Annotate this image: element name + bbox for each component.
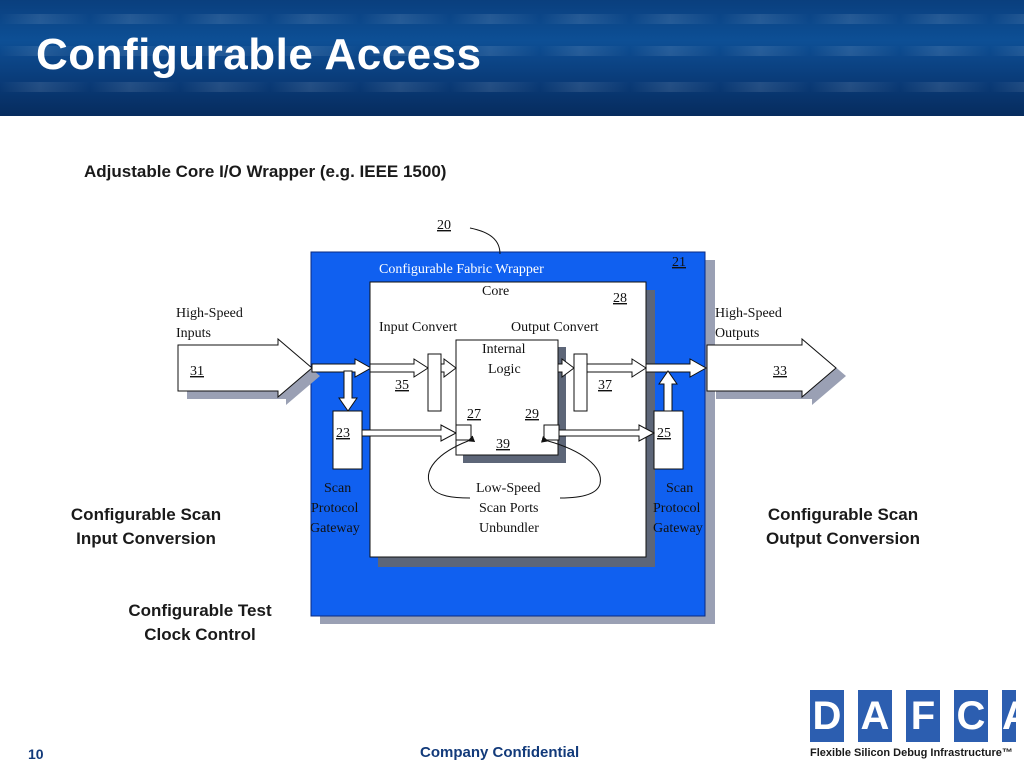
- test-clock-control-label: Configurable Test Clock Control: [110, 599, 290, 647]
- high-speed-outputs-label: Outputs: [715, 326, 759, 341]
- scan-gateway-output: [653, 410, 684, 470]
- up-from-gateway-arrow: [658, 370, 678, 412]
- scan-out-arrow: [557, 424, 656, 442]
- logo-dot: [943, 712, 951, 720]
- ref-28: 28: [613, 291, 627, 306]
- low-speed-label: Unbundler: [479, 521, 539, 536]
- logo-letter: F: [906, 690, 940, 742]
- low-speed-right-connector: [540, 435, 601, 499]
- ref-21: 21: [672, 255, 686, 270]
- scan-gateway-left-label: Gateway: [310, 521, 360, 536]
- low-speed-label: Scan Ports: [479, 501, 539, 516]
- logo-letter: A: [1002, 690, 1016, 742]
- scan-gateway-left-label: Scan: [324, 481, 351, 496]
- ref-31: 31: [190, 364, 204, 379]
- side-label-line: Configurable Scan: [767, 505, 919, 524]
- output-convert-block: [573, 353, 588, 412]
- ref-25: 25: [657, 426, 671, 441]
- high-speed-inputs-label: Inputs: [176, 326, 211, 341]
- page-number: 10: [28, 746, 44, 762]
- logo-dot: [895, 712, 903, 720]
- scan-gateway-right-label: Gateway: [653, 521, 703, 536]
- logo-dot: [847, 712, 855, 720]
- header-banner: Configurable Access: [0, 0, 1024, 116]
- diagram-subtitle: Adjustable Core I/O Wrapper (e.g. IEEE 1…: [84, 162, 447, 181]
- ref-33: 33: [773, 364, 787, 379]
- core-input-bus: [369, 358, 429, 378]
- header-wave: [0, 14, 1024, 24]
- logo-dot: [991, 712, 999, 720]
- ref-27: 27: [467, 407, 481, 422]
- fabric-wrapper-label: Configurable Fabric Wrapper: [379, 262, 544, 277]
- scan-output-conversion-label: Configurable Scan Output Conversion: [748, 503, 938, 551]
- low-speed-left-connector: [427, 435, 476, 499]
- slide-title: Configurable Access: [36, 30, 482, 79]
- side-label-line: Configurable Scan: [70, 505, 222, 524]
- scan-in-arrow: [361, 424, 458, 442]
- down-to-gateway-arrow: [338, 370, 358, 412]
- ref-37: 37: [598, 378, 612, 393]
- side-label-line: Output Conversion: [766, 529, 920, 548]
- ref-20-leader: [469, 227, 501, 255]
- side-label-line: Configurable Test: [128, 601, 272, 620]
- logo-tagline: Flexible Silicon Debug Infrastructure™: [810, 747, 1013, 759]
- output-bus-arrow: [645, 358, 708, 378]
- header-wave: [0, 82, 1024, 92]
- logic-to-convert-bus: [557, 358, 575, 378]
- side-label-line: Input Conversion: [76, 529, 216, 548]
- input-bus-arrow: [311, 358, 373, 378]
- scan-port-27: [455, 424, 472, 441]
- scan-input-conversion-label: Configurable Scan Input Conversion: [56, 503, 236, 551]
- ref-23: 23: [336, 426, 350, 441]
- high-speed-outputs-label: High-Speed: [715, 306, 782, 321]
- scan-gateway-left-label: Protocol: [311, 501, 359, 516]
- high-speed-output-arrow: [706, 337, 837, 399]
- core-output-bus: [586, 358, 647, 378]
- confidential-notice: Company Confidential: [420, 744, 580, 761]
- scan-gateway-right-label: Protocol: [653, 501, 701, 516]
- core-label: Core: [482, 284, 509, 299]
- ref-39: 39: [496, 437, 510, 452]
- dafca-logo: D A F C A: [810, 690, 1016, 742]
- scan-gateway-right-label: Scan: [666, 481, 693, 496]
- high-speed-inputs-label: High-Speed: [176, 306, 243, 321]
- scan-gateway-input: [332, 410, 363, 470]
- header-wave: [0, 46, 1024, 56]
- low-speed-label: Low-Speed: [476, 481, 541, 496]
- ref-35: 35: [395, 378, 409, 393]
- internal-logic-label: Internal: [482, 342, 526, 357]
- side-label-line: Clock Control: [144, 625, 256, 644]
- internal-logic-label: Logic: [488, 362, 521, 377]
- logo-letter: A: [858, 690, 892, 742]
- ref-29: 29: [525, 407, 539, 422]
- output-convert-label: Output Convert: [511, 320, 599, 335]
- input-convert-block: [427, 353, 442, 412]
- high-speed-input-arrow: [177, 337, 313, 399]
- ref-20: 20: [437, 218, 451, 233]
- input-convert-label: Input Convert: [379, 320, 457, 335]
- logo-letter: D: [810, 690, 844, 742]
- scan-port-29: [543, 424, 560, 441]
- logo-letter: C: [954, 690, 988, 742]
